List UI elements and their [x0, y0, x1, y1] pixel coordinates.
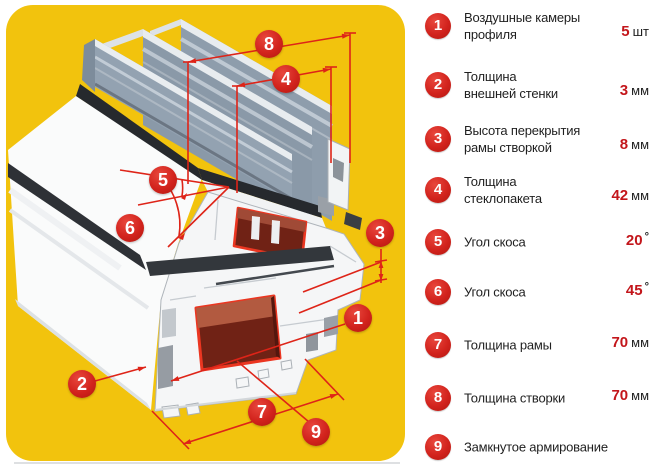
legend-num-1: 1: [425, 13, 451, 39]
glazing-gasket: [76, 84, 202, 180]
section-slots: [158, 196, 362, 389]
legend-num-3: 3: [425, 126, 451, 152]
legend-num-7: 7: [425, 332, 451, 358]
callout-6: 6: [116, 214, 144, 242]
window-profile-diagram: 8 4 5 6 3 1 2 7 9: [6, 5, 405, 464]
glass-pane: [95, 39, 292, 202]
legend-label: Угол скоса: [464, 284, 526, 300]
dim-2-line: [94, 366, 147, 382]
window-profile-illustration: [6, 5, 405, 464]
leader-9-line: [236, 360, 310, 423]
legend-value: [646, 436, 649, 454]
legend-value: 20°: [625, 231, 649, 249]
legend-num-9: 9: [425, 434, 451, 460]
sash-top-face: [202, 180, 326, 228]
callout-1: 1: [344, 304, 372, 332]
legend-item-9: 9 Замкнутое армирование: [406, 424, 652, 470]
gasket-sash-frame: [8, 163, 146, 270]
legend-label: Толщина створки: [464, 390, 566, 406]
legend-item-6: 6 Угол скоса 45°: [406, 269, 652, 315]
callout-3: 3: [366, 219, 394, 247]
callout-9: 9: [302, 418, 330, 446]
leader-1-line: [170, 323, 346, 382]
callout-8: 8: [255, 30, 283, 58]
legend-item-5: 5 Угол скоса 20°: [406, 219, 652, 265]
callout-5: 5: [149, 166, 177, 194]
legend-label: Замкнутое армирование: [464, 439, 608, 455]
legend-value: 45°: [625, 281, 649, 299]
legend-num-4: 4: [425, 177, 451, 203]
legend-label: Угол скоса: [464, 234, 526, 250]
legend-num-2: 2: [425, 72, 451, 98]
arrowheads: [137, 33, 384, 444]
overlap-gasket: [146, 246, 334, 276]
legend-num-6: 6: [425, 279, 451, 305]
legend-num-5: 5: [425, 229, 451, 255]
glazing-bead: [327, 138, 351, 211]
legend-num-8: 8: [425, 385, 451, 411]
callout-4: 4: [272, 65, 300, 93]
callout-7: 7: [248, 398, 276, 426]
legend-label: Толщина рамы: [464, 337, 552, 353]
callout-2: 2: [68, 370, 96, 398]
